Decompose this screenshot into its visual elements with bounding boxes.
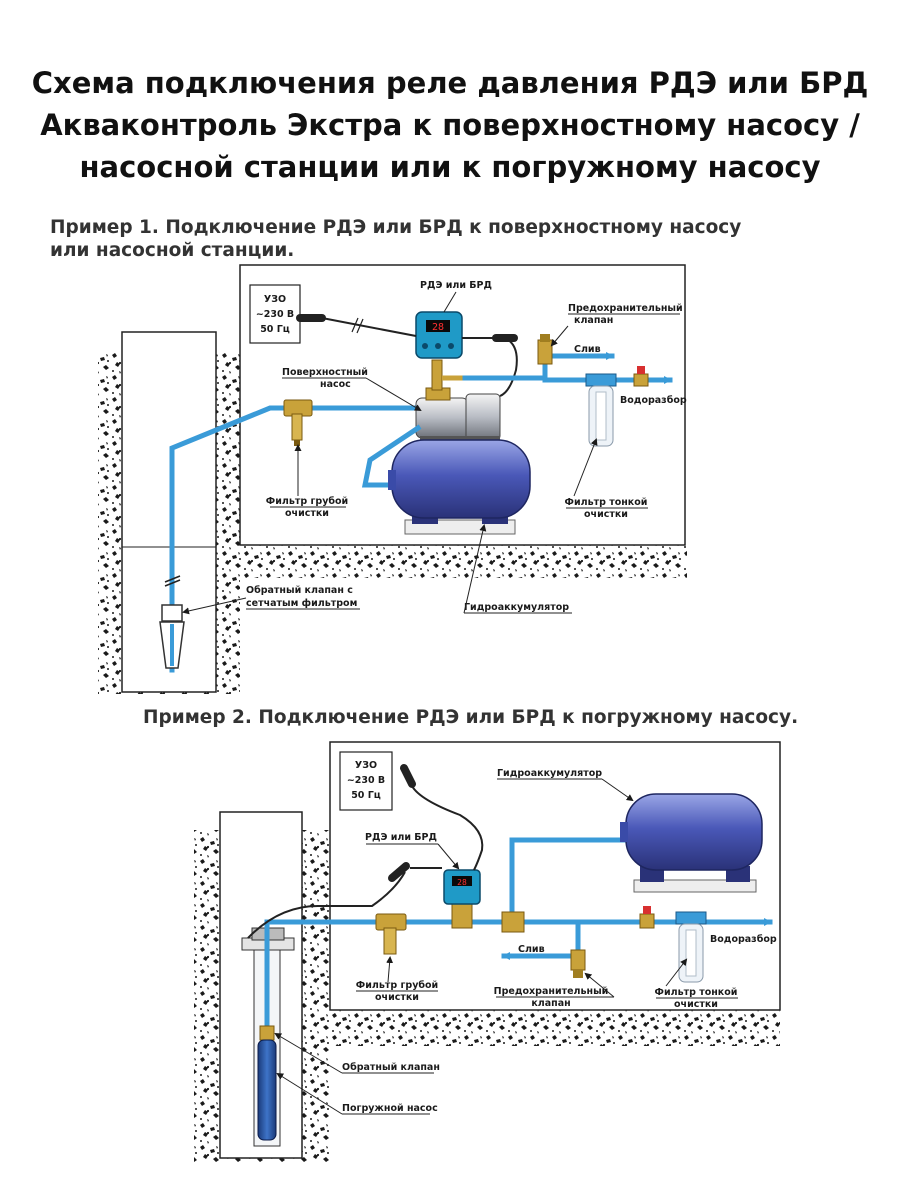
power-cable-2 bbox=[411, 785, 484, 871]
pump-cable-2 bbox=[247, 871, 406, 939]
ground-left-2 bbox=[194, 830, 220, 1160]
uzo-box-2 bbox=[339, 751, 393, 811]
safety-valve-1 bbox=[537, 334, 553, 365]
ground-floor-2 bbox=[330, 1010, 780, 1046]
relay-1-label: РДЭ или БРД bbox=[420, 280, 492, 291]
uzo-2-label-1: УЗО bbox=[355, 760, 377, 771]
safety-valve-label-2: клапан bbox=[574, 315, 613, 326]
coarse-filter-label-2a: Фильтр грубой bbox=[356, 980, 438, 991]
fine-filter-label-2b: очистки bbox=[674, 999, 718, 1010]
check-valve-strainer-1 bbox=[159, 604, 185, 669]
uzo-2-label-3: 50 Гц bbox=[351, 790, 381, 801]
title-line-2: Акваконтроль Экстра к поверхностному нас… bbox=[40, 108, 860, 142]
fine-filter-label-2a: Фильтр тонкой bbox=[655, 987, 738, 998]
ground-floor bbox=[240, 544, 687, 578]
fine-filter-label-1: Фильтр тонкой bbox=[565, 497, 648, 508]
safety-valve-label-2a: Предохранительный bbox=[494, 986, 609, 997]
uzo-1-label-2: ~230 В bbox=[256, 309, 294, 320]
surface-pump-label-2: насос bbox=[320, 379, 351, 390]
suction-pipe-1 bbox=[169, 405, 421, 673]
fine-filter-2 bbox=[675, 911, 707, 983]
ground-left bbox=[98, 352, 122, 692]
coarse-filter-label-2: очистки bbox=[285, 508, 329, 519]
check-valve-label-2: сетчатым фильтром bbox=[246, 598, 357, 609]
check-valve-label-1: Обратный клапан с bbox=[246, 585, 353, 596]
page-title: Схема подключения реле давления РДЭ или … bbox=[0, 62, 900, 188]
check-valve-label-2: Обратный клапан bbox=[342, 1062, 440, 1073]
drain-label-1: Слив bbox=[574, 344, 601, 355]
ground-right-2 bbox=[302, 830, 330, 1160]
example-1-heading: Пример 1. Подключение РДЭ или БРД к пове… bbox=[50, 216, 741, 262]
accumulator-label-2: Гидроаккумулятор bbox=[497, 768, 602, 779]
pressure-relay-2: 28 bbox=[443, 869, 481, 929]
example-1-diagram: 28 УЗО ~230 В 50 Гц bbox=[98, 264, 687, 694]
accumulator-tank-2 bbox=[620, 793, 763, 893]
tap-1 bbox=[633, 366, 649, 387]
fine-filter-1 bbox=[585, 373, 617, 447]
uzo-1-label-3: 50 Гц bbox=[260, 324, 290, 335]
tap-2 bbox=[639, 906, 655, 929]
accumulator-pipe-2 bbox=[509, 837, 629, 923]
pressure-relay-1: 28 bbox=[415, 311, 463, 391]
example-2-diagram: 28 УЗО ~230 В 50 Г bbox=[194, 741, 781, 1162]
fine-filter-label-2: очистки bbox=[584, 509, 628, 520]
water-outlet-label-2: Водоразбор bbox=[710, 934, 777, 945]
safety-valve-2 bbox=[570, 949, 586, 978]
submersible-pump-label-2: Погружной насос bbox=[342, 1103, 438, 1114]
check-valve-2 bbox=[259, 1025, 275, 1041]
relay-1-display: 28 bbox=[432, 322, 444, 333]
plug-2 bbox=[400, 764, 416, 788]
water-outlet-label-1: Водоразбор bbox=[620, 395, 687, 406]
uzo-2-label-2: ~230 В bbox=[347, 775, 385, 786]
surface-pump-1 bbox=[415, 387, 501, 442]
title-line-1: Схема подключения реле давления РДЭ или … bbox=[31, 66, 869, 100]
accumulator-tank-1 bbox=[388, 439, 531, 535]
accumulator-label-1: Гидроаккумулятор bbox=[464, 602, 569, 613]
coarse-filter-2 bbox=[375, 913, 407, 955]
tank-pipe-1 bbox=[361, 424, 422, 488]
coarse-filter-1 bbox=[283, 399, 313, 446]
coarse-filter-label-1: Фильтр грубой bbox=[266, 496, 348, 507]
coarse-filter-label-2b: очистки bbox=[375, 992, 419, 1003]
title-line-3: насосной станции или к погружному насосу bbox=[79, 150, 821, 184]
relay-2-display: 28 bbox=[457, 878, 467, 887]
house-frame-2 bbox=[329, 741, 781, 1011]
example-2-heading: Пример 2. Подключение РДЭ или БРД к погр… bbox=[143, 707, 799, 728]
tee-fitting-2 bbox=[501, 911, 525, 933]
example-1-heading-line-2: или насосной станции. bbox=[50, 240, 295, 261]
power-cable-1 bbox=[321, 317, 417, 337]
safety-valve-label-1: Предохранительный bbox=[568, 303, 683, 314]
example-1-heading-line-1: Пример 1. Подключение РДЭ или БРД к пове… bbox=[50, 217, 742, 238]
drain-label-2: Слив bbox=[518, 944, 545, 955]
submersible-pump-2 bbox=[257, 1039, 277, 1141]
ground-right bbox=[216, 352, 240, 692]
surface-pump-label-1: Поверхностный bbox=[282, 367, 368, 378]
uzo-box-1 bbox=[249, 284, 301, 344]
safety-valve-label-2b: клапан bbox=[531, 998, 570, 1009]
uzo-1-label-1: УЗО bbox=[264, 294, 286, 305]
relay-2-label: РДЭ или БРД bbox=[365, 832, 437, 843]
